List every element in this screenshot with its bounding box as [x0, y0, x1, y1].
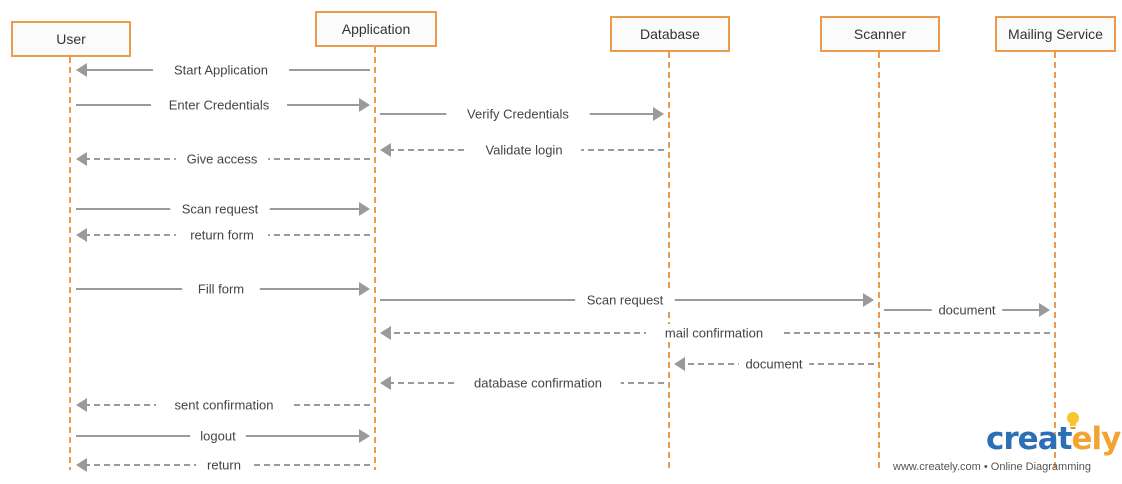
- message: return: [76, 456, 370, 473]
- message: Fill form: [76, 280, 370, 297]
- actor-application[interactable]: Application: [315, 11, 437, 47]
- arrowhead-icon: [76, 152, 87, 166]
- message-label-bg: [738, 355, 810, 372]
- message-label-bg: [175, 150, 269, 167]
- arrowhead-icon: [380, 376, 391, 390]
- actor-mailing[interactable]: Mailing Service: [995, 16, 1116, 52]
- message: return form: [76, 226, 370, 243]
- actor-database[interactable]: Database: [610, 16, 730, 52]
- message: Verify Credentials: [380, 105, 664, 122]
- message-label-bg: [196, 456, 252, 473]
- message-label-bg: [155, 396, 293, 413]
- message: sent confirmation: [76, 396, 370, 413]
- arrowhead-icon: [1039, 303, 1050, 317]
- message: Scan request: [76, 200, 370, 217]
- arrowhead-icon: [674, 357, 685, 371]
- message-label: Scan request: [587, 293, 664, 308]
- message: Start Application: [76, 61, 370, 78]
- message-label-bg: [575, 291, 675, 308]
- message-label: sent confirmation: [175, 398, 274, 413]
- message: Enter Credentials: [76, 96, 370, 113]
- message: database confirmation: [380, 374, 664, 391]
- arrowhead-icon: [380, 326, 391, 340]
- logo-text-accent: ely: [1071, 421, 1121, 457]
- actor-label: Mailing Service: [1008, 26, 1103, 42]
- creately-tagline[interactable]: www.creately.com • Online Diagramming: [893, 461, 1092, 473]
- arrowhead-icon: [76, 398, 87, 412]
- creately-logo[interactable]: creately: [986, 421, 1121, 457]
- message-label: database confirmation: [474, 376, 602, 391]
- arrowhead-icon: [359, 98, 370, 112]
- arrowhead-icon: [359, 282, 370, 296]
- message-label: Scan request: [182, 202, 259, 217]
- message: Scan request: [380, 291, 874, 308]
- message-label: Start Application: [174, 63, 268, 78]
- message-label-bg: [645, 324, 783, 341]
- message-label-bg: [170, 200, 270, 217]
- actor-label: Application: [341, 21, 411, 37]
- message-label: document: [745, 357, 802, 372]
- arrowhead-icon: [76, 228, 87, 242]
- message-label: document: [938, 303, 995, 318]
- arrowhead-icon: [380, 143, 391, 157]
- message-label-bg: [175, 226, 269, 243]
- message-label-bg: [152, 61, 290, 78]
- message-label: return: [207, 458, 241, 473]
- message-label: mail confirmation: [665, 326, 763, 341]
- lifelines: [69, 47, 1056, 470]
- message: document: [674, 355, 874, 372]
- lightbulb-icon: [1066, 411, 1080, 438]
- actor-label: Database: [640, 26, 700, 42]
- message: Give access: [76, 150, 370, 167]
- actor-user[interactable]: User: [11, 21, 131, 57]
- message-label-bg: [190, 427, 246, 444]
- message-label-bg: [182, 280, 260, 297]
- message-label: Give access: [187, 152, 258, 167]
- message: Validate login: [380, 141, 664, 158]
- arrowhead-icon: [76, 63, 87, 77]
- arrowhead-icon: [653, 107, 664, 121]
- actor-label: User: [56, 31, 86, 47]
- message: mail confirmation: [380, 324, 1050, 341]
- message-label-bg: [455, 374, 621, 391]
- message-label: Verify Credentials: [467, 107, 569, 122]
- message-label-bg: [150, 96, 288, 113]
- message-label: return form: [190, 228, 254, 243]
- arrowhead-icon: [76, 458, 87, 472]
- message-label-bg: [446, 105, 590, 122]
- actor-label: Scanner: [853, 26, 907, 42]
- arrowhead-icon: [359, 429, 370, 443]
- message-label-bg: [466, 141, 582, 158]
- logo-text-main: creat: [986, 421, 1072, 457]
- arrowhead-icon: [863, 293, 874, 307]
- message-label: logout: [200, 429, 236, 444]
- message: document: [884, 301, 1050, 318]
- arrowhead-icon: [359, 202, 370, 216]
- message: logout: [76, 427, 370, 444]
- actor-scanner[interactable]: Scanner: [820, 16, 940, 52]
- message-label-bg: [931, 301, 1003, 318]
- message-label: Fill form: [198, 282, 244, 297]
- message-label: Validate login: [485, 143, 562, 158]
- message-label: Enter Credentials: [169, 98, 270, 113]
